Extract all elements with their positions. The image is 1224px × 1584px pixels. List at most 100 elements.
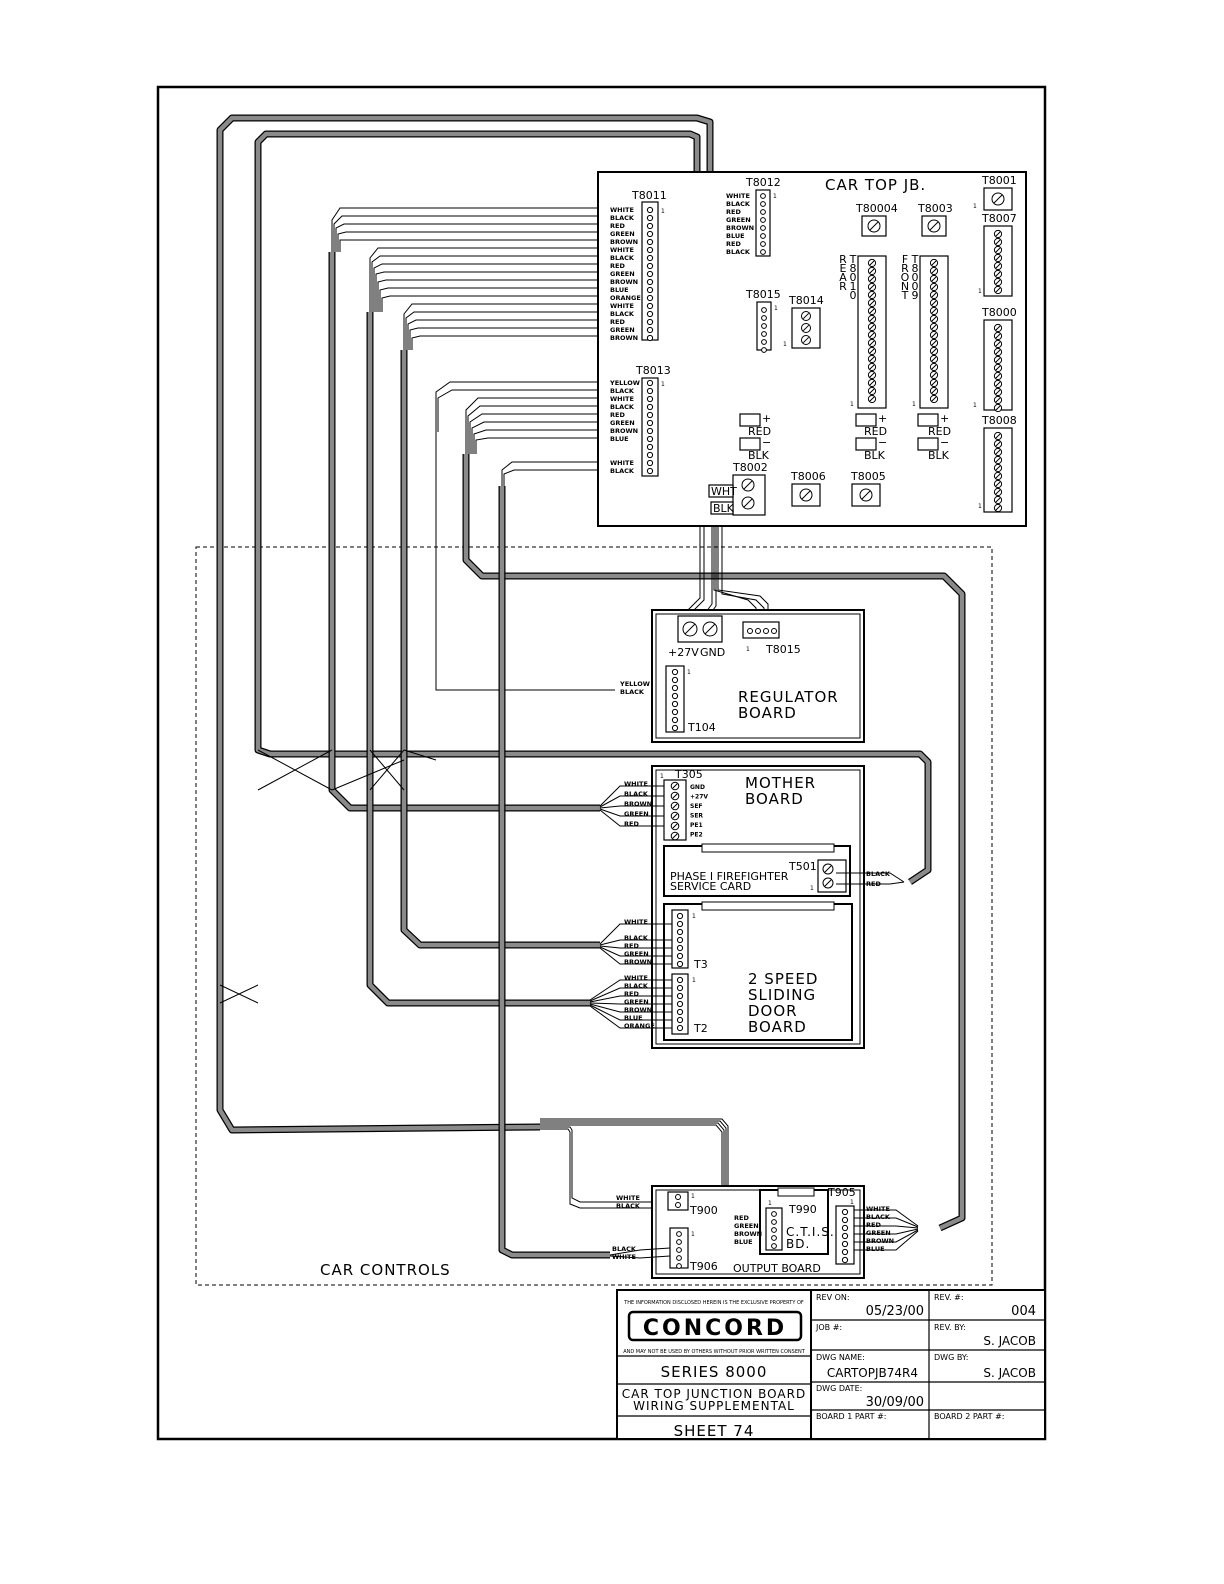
terminal-pin	[646, 435, 654, 443]
screw-slot	[995, 287, 1001, 293]
vertical-letter: R	[839, 280, 847, 293]
t3-pins	[676, 912, 684, 968]
t501-screws	[822, 863, 834, 889]
terminal-pin	[646, 467, 654, 475]
svg-text:RED: RED	[864, 425, 887, 438]
screw-slot	[931, 300, 937, 306]
terminal-pin	[646, 286, 654, 294]
wire-color-label: BLUE	[866, 1245, 885, 1253]
terminal-pin	[771, 1211, 777, 1217]
wire-color-label: BROWN	[734, 1230, 762, 1238]
screw-slot	[995, 457, 1001, 463]
svg-text:DWG NAME:: DWG NAME:	[816, 1353, 865, 1362]
output-board-title: OUTPUT BOARD	[733, 1262, 821, 1275]
screw-slot	[931, 388, 937, 394]
screw-slot	[995, 333, 1001, 339]
t8014-pins	[801, 311, 811, 345]
svg-text:1: 1	[810, 885, 814, 892]
svg-text:+: +	[940, 412, 949, 425]
wire-color-label: BLUE	[726, 232, 745, 240]
t8000-label: T8000	[981, 306, 1017, 319]
screw-slot	[995, 433, 1001, 439]
t8006-label: T8006	[790, 470, 826, 483]
screw-slot	[995, 441, 1001, 447]
car-controls-label: CAR CONTROLS	[320, 1261, 451, 1279]
wire-color-label: BROWN	[610, 238, 638, 246]
vertical-letter: R	[901, 262, 909, 275]
svg-text:REV. #:: REV. #:	[934, 1293, 964, 1302]
terminal-pin	[760, 241, 766, 247]
t8005-label: T8005	[850, 470, 886, 483]
regulator-title-1: REGULATOR	[738, 688, 839, 706]
terminal-pin	[676, 920, 684, 928]
wire-color-label: GREEN	[866, 1229, 891, 1237]
screw-slot	[802, 312, 810, 320]
screw-slot	[931, 324, 937, 330]
svg-text:1: 1	[660, 773, 664, 780]
screw-slot	[995, 247, 1001, 253]
wire-color-label: WHITE	[610, 246, 634, 254]
disclaimer-top: THE INFORMATION DISCLOSED HEREIN IS THE …	[623, 1300, 804, 1306]
concord-logo: CONCORD	[643, 1316, 787, 1341]
t8008-pins	[993, 431, 1003, 513]
svg-text:REV ON:: REV ON:	[816, 1293, 850, 1302]
t3-label: T3	[693, 958, 708, 971]
t8010-pins	[867, 258, 877, 404]
vertical-letter: 0	[850, 289, 857, 302]
svg-text:1: 1	[774, 305, 778, 312]
car-controls-region	[195, 546, 993, 1286]
sliding-title-4: BOARD	[748, 1018, 807, 1036]
svg-text:JOB #:: JOB #:	[815, 1323, 842, 1332]
terminal-pin	[841, 1256, 849, 1264]
description-2: WIRING SUPPLEMENTAL	[633, 1399, 795, 1413]
t900-wire-white: WHITE	[616, 1194, 640, 1202]
t905-label: T905	[827, 1186, 856, 1199]
wire-color-label: BLACK	[624, 982, 649, 990]
terminal-pin	[676, 1239, 682, 1245]
terminal-pin	[841, 1232, 849, 1240]
sheet-number: SHEET 74	[674, 1422, 755, 1440]
screw-slot	[931, 276, 937, 282]
svg-text:1: 1	[850, 401, 854, 408]
vertical-letter: N	[901, 280, 909, 293]
screw-slot	[995, 465, 1001, 471]
terminal-pin	[646, 310, 654, 318]
t906-wire-black: BLACK	[612, 1245, 637, 1253]
svg-text:RED: RED	[748, 425, 771, 438]
screw-slot	[869, 396, 875, 402]
vertical-letter: T	[901, 289, 909, 302]
wire-color-label: BROWN	[610, 278, 638, 286]
wire-color-label: BROWN	[624, 800, 652, 808]
t8003-screw	[927, 219, 941, 233]
wire-color-label: RED	[624, 820, 639, 828]
rev-by-value: S. JACOB	[983, 1334, 1036, 1348]
wire-color-label: RED	[726, 240, 741, 248]
terminal-pin	[676, 1255, 682, 1261]
svg-text:1: 1	[687, 669, 691, 676]
terminal-pin	[771, 1219, 777, 1225]
terminal-pin	[771, 1227, 777, 1233]
terminal-pin	[671, 676, 679, 684]
screw-slot	[931, 340, 937, 346]
terminal-pin	[646, 246, 654, 254]
screw-slot	[931, 332, 937, 338]
wire-color-label: WHITE	[624, 780, 648, 788]
svg-text:1: 1	[978, 288, 982, 295]
terminal-pin	[841, 1224, 849, 1232]
wire-color-label: BLUE	[624, 1014, 643, 1022]
t8000-pins	[993, 323, 1003, 413]
t8011-wire-labels: WHITEBLACKREDGREENBROWNWHITEBLACKREDGREE…	[610, 206, 641, 342]
wire-color-label: BROWN	[726, 224, 754, 232]
svg-text:DWG DATE:: DWG DATE:	[816, 1384, 862, 1393]
screw-slot	[995, 271, 1001, 277]
terminal-pin	[646, 262, 654, 270]
screw-slot	[995, 397, 1001, 403]
vertical-letter: F	[902, 253, 908, 266]
terminal-pin	[841, 1248, 849, 1256]
firefighter-title-2: SERVICE CARD	[670, 880, 751, 893]
t104-pins	[671, 668, 679, 732]
screw-slot	[995, 381, 1001, 387]
t8011-pins	[646, 206, 654, 342]
sliding-title-3: DOOR	[748, 1002, 798, 1020]
